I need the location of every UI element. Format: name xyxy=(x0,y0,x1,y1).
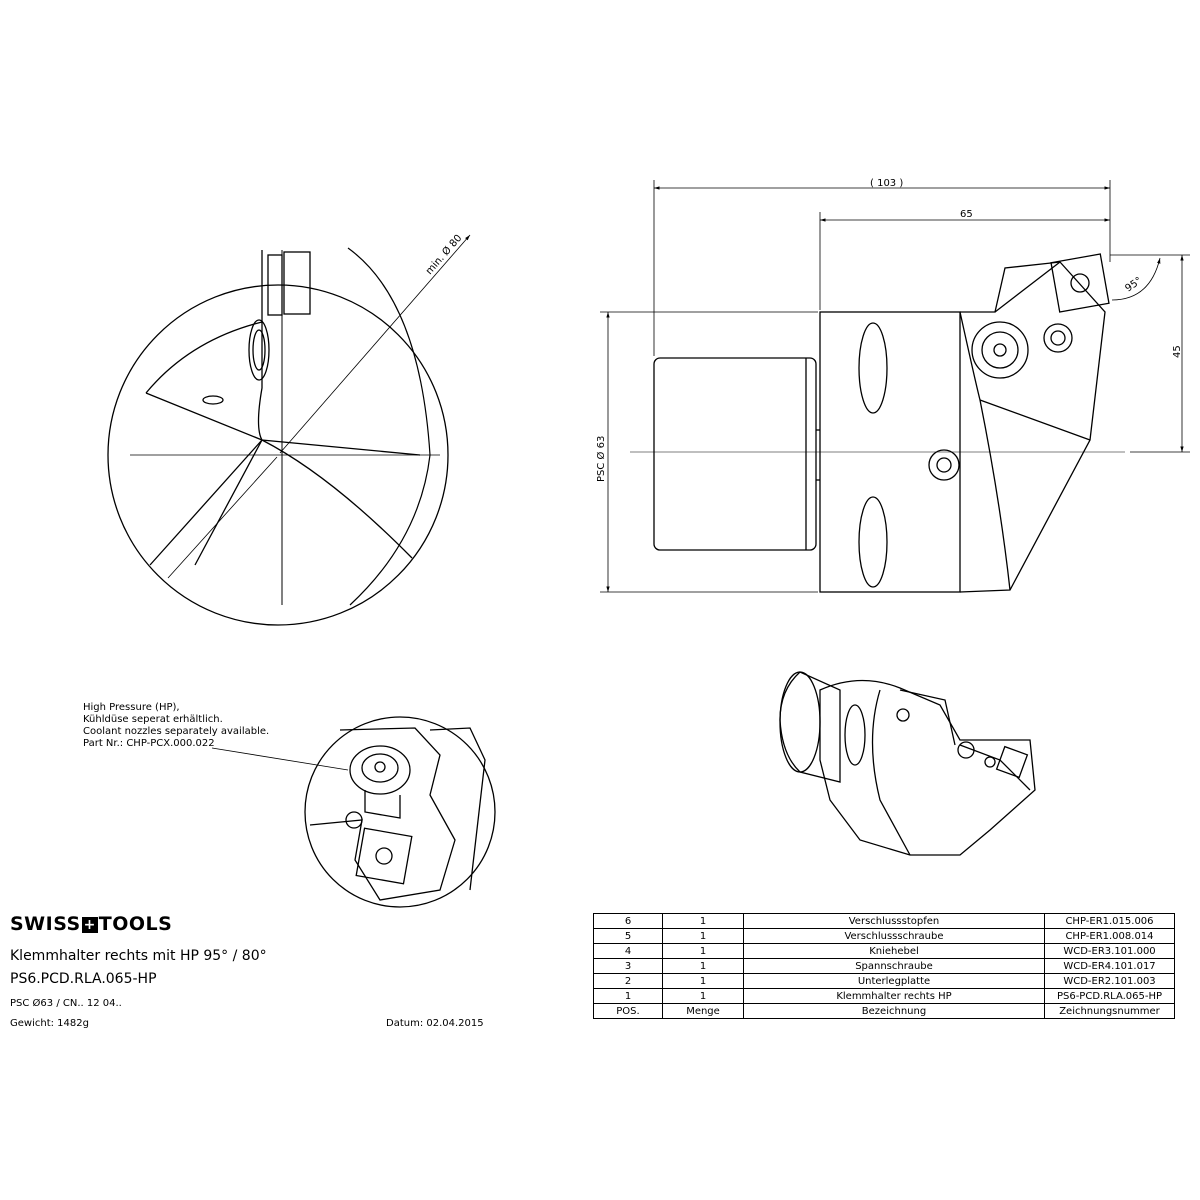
dimension-lines xyxy=(600,180,1190,593)
side-view xyxy=(630,253,1125,593)
head-length-label: 65 xyxy=(960,209,973,220)
product-code: PS6.PCD.RLA.065-HP xyxy=(10,971,157,987)
weight-text: Gewicht: 1482g xyxy=(10,1018,89,1029)
angle-label: 95° xyxy=(1123,275,1144,294)
date-text: Datum: 02.04.2015 xyxy=(386,1018,484,1029)
detail-view xyxy=(304,716,496,908)
brand-logo: SWISS+TOOLS xyxy=(10,913,173,935)
callout-leader xyxy=(211,747,349,771)
isometric-view xyxy=(779,671,1036,856)
coolant-note: High Pressure (HP), Kühldüse seperat erh… xyxy=(83,702,269,750)
overall-length-label: ( 103 ) xyxy=(870,178,903,189)
height-label: 45 xyxy=(1172,345,1183,358)
note-line-1: High Pressure (HP), xyxy=(83,702,180,713)
note-line-4: Part Nr.: CHP-PCX.000.022 xyxy=(83,738,215,749)
note-line-3: Coolant nozzles separately available. xyxy=(83,726,270,737)
spec-text: PSC Ø63 / CN.. 12 04.. xyxy=(10,998,122,1009)
min-diameter-label: min. Ø 80 xyxy=(423,232,464,277)
product-title: Klemmhalter rechts mit HP 95° / 80° xyxy=(10,948,267,964)
front-view xyxy=(107,234,471,626)
shank-label: PSC Ø 63 xyxy=(595,436,607,482)
plus-icon: + xyxy=(81,917,98,933)
note-line-2: Kühldüse seperat erhältlich. xyxy=(83,714,223,725)
